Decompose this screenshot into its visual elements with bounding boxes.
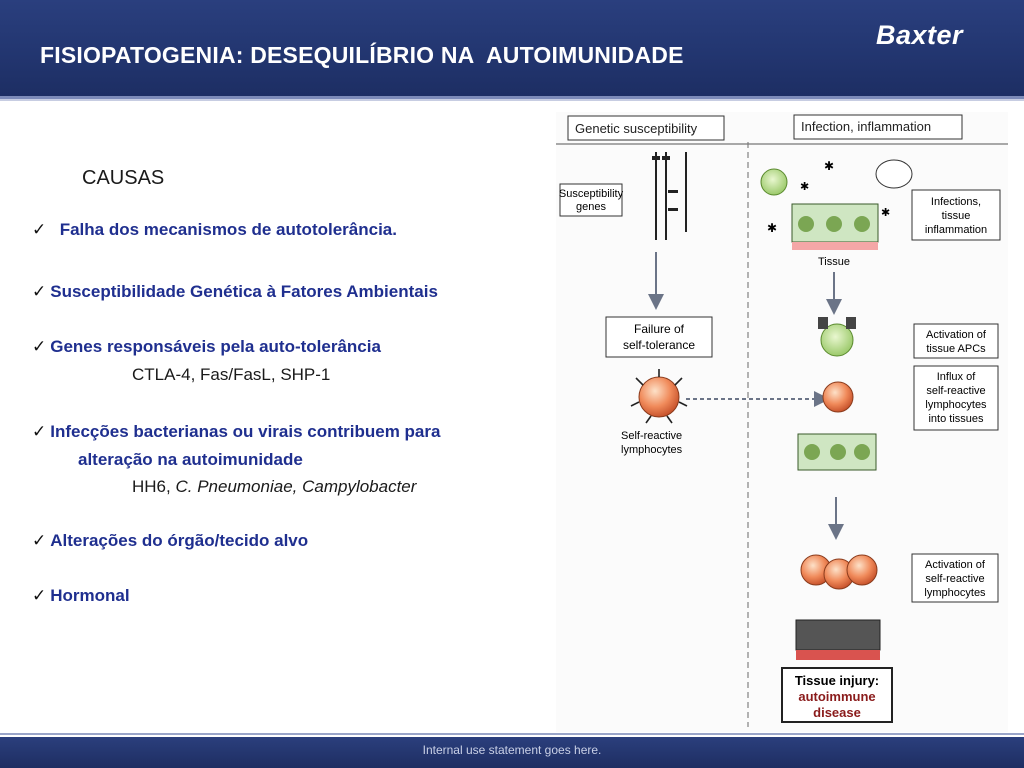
footer-text: Internal use statement goes here. <box>422 743 602 757</box>
activated-lymphocytes-cluster-icon <box>800 554 878 590</box>
slide-title: FISIOPATOGENIA: DESEQUILÍBRIO NA AUTOIMU… <box>40 42 684 68</box>
bullet-text: Infecções bacterianas ou virais contribu… <box>50 422 441 441</box>
activation-apcs-box <box>913 323 999 359</box>
header-divider <box>0 96 1024 99</box>
causas-heading: CAUSAS <box>82 167 165 189</box>
header-divider-light <box>0 99 1024 101</box>
activation-apcs-line2: tissue APCs <box>926 343 986 355</box>
infections-line2: tissue <box>942 210 971 222</box>
activation-lymph-line2: self-reactive <box>925 573 984 585</box>
tissue-cells-icon <box>791 203 879 250</box>
pathogen-names: C. Pneumoniae, Campylobacter <box>175 477 417 496</box>
check-icon: ✓ <box>32 422 47 441</box>
pathogen-icon: ✱ ✱ ✱ ✱ <box>760 159 913 235</box>
bullet-item-3: ✓Genes responsáveis pela auto-tolerância <box>32 337 381 357</box>
check-icon: ✓ <box>32 531 47 550</box>
svg-text:✱: ✱ <box>881 207 890 219</box>
tissue-label: Tissue <box>818 256 850 268</box>
bullet-text: Genes responsáveis pela auto-tolerância <box>50 337 381 356</box>
bullet-item-1: ✓ Falha dos mecanismos de autotolerância… <box>32 220 397 240</box>
self-reactive-label-2: lymphocytes <box>621 444 683 456</box>
bullet-item-5: ✓Alterações do órgão/tecido alvo <box>32 531 308 551</box>
bullet-item-4-cont: alteração na autoimunidade <box>78 450 303 469</box>
genetic-header-label: Genetic susceptibility <box>575 121 698 136</box>
infections-line3: inflammation <box>925 224 987 236</box>
autoimmunity-diagram: Genetic susceptibility Infection, inflam… <box>556 112 1008 732</box>
tissue-cells-2-icon <box>797 433 877 471</box>
genes-label: genes <box>576 201 606 213</box>
injured-tissue-icon <box>795 619 881 660</box>
bullet-text: Hormonal <box>50 586 130 605</box>
injury-line1: Tissue injury: <box>795 673 879 688</box>
infection-header-box <box>793 114 963 140</box>
footer-bar <box>0 737 1024 768</box>
svg-text:✱: ✱ <box>824 159 834 173</box>
check-icon: ✓ <box>32 337 47 356</box>
influx-box <box>913 365 999 431</box>
influx-line2: self-reactive <box>926 385 985 397</box>
check-icon: ✓ <box>32 220 47 239</box>
bullet-text: Falha dos mecanismos de autotolerância. <box>59 220 397 239</box>
injury-line2: autoimmune <box>798 689 875 704</box>
bullet-subtext-genes: CTLA-4, Fas/FasL, SHP-1 <box>132 365 331 384</box>
activation-lymph-line3: lymphocytes <box>924 587 986 599</box>
apc-icon <box>818 317 856 357</box>
bullet-item-4: ✓Infecções bacterianas ou virais contrib… <box>32 422 440 442</box>
svg-text:✱: ✱ <box>800 181 809 193</box>
activation-apcs-line1: Activation of <box>926 329 987 341</box>
activated-lymphocyte-icon <box>822 381 854 413</box>
infections-line1: Infections, <box>931 196 981 208</box>
failure-line2: self-tolerance <box>623 338 695 352</box>
activation-lymph-line1: Activation of <box>925 559 986 571</box>
activation-lymph-box <box>911 553 999 603</box>
injury-line3: disease <box>813 705 861 720</box>
header-bar <box>0 0 1024 96</box>
self-reactive-lymphocyte-icon <box>630 369 688 424</box>
bullet-text: Alterações do órgão/tecido alvo <box>50 531 309 550</box>
tissue-injury-box <box>781 667 893 723</box>
influx-line1: Influx of <box>937 371 976 383</box>
bullet-subtext-pathogens: HH6, C. Pneumoniae, Campylobacter <box>132 477 416 497</box>
influx-line4: into tissues <box>928 413 984 425</box>
bullet-item-2: ✓Susceptibilidade Genética à Fatores Amb… <box>32 282 438 302</box>
infections-box <box>911 189 1001 241</box>
self-reactive-label-1: Self-reactive <box>621 430 682 442</box>
pathogen-prefix: HH6, <box>132 477 176 496</box>
svg-text:✱: ✱ <box>767 221 777 235</box>
genetic-header-box <box>567 115 725 141</box>
footer-divider <box>0 733 1024 735</box>
failure-line1: Failure of <box>634 322 685 336</box>
baxter-logo: Baxter <box>876 20 964 50</box>
check-icon: ✓ <box>32 586 47 605</box>
susceptibility-label: Susceptibility <box>559 188 624 200</box>
bullet-text: Susceptibilidade Genética à Fatores Ambi… <box>50 282 438 301</box>
influx-line3: lymphocytes <box>925 399 987 411</box>
failure-box <box>605 316 713 358</box>
check-icon: ✓ <box>32 282 47 301</box>
chromosome-icon <box>655 152 687 240</box>
susceptibility-genes-box <box>559 183 623 217</box>
bullet-item-6: ✓Hormonal <box>32 586 130 606</box>
infection-header-label: Infection, inflammation <box>801 119 931 134</box>
